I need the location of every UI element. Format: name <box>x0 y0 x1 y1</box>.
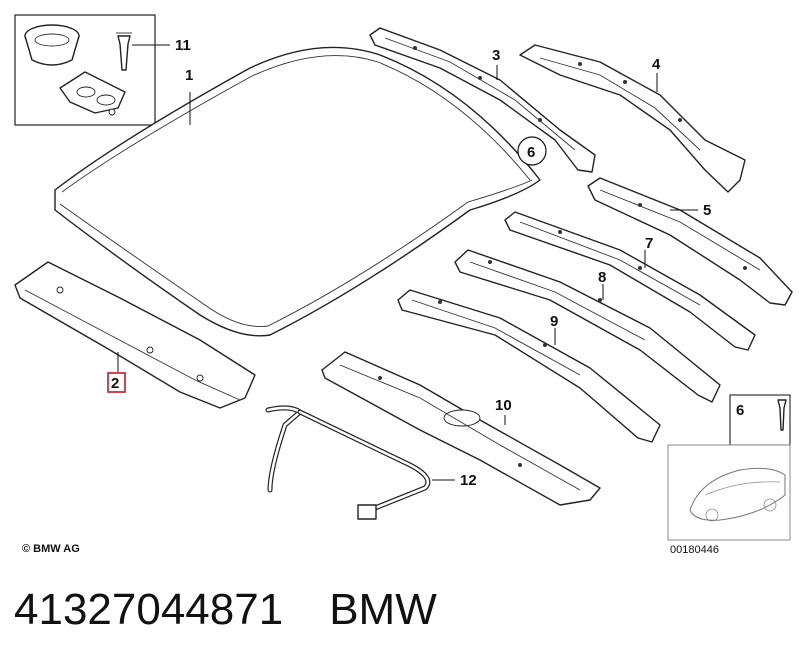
roof-bow-8 <box>454 249 721 403</box>
diagram-code: 00180446 <box>670 544 719 556</box>
label-1: 1 <box>185 67 193 84</box>
side-rail-part <box>519 44 746 193</box>
roof-parts-diagram: 11 1 3 4 6 5 <box>14 14 793 556</box>
label-4: 4 <box>652 56 661 73</box>
rear-roof-frame <box>321 351 601 506</box>
label-6-callout: 6 <box>527 144 535 161</box>
drain-hose <box>265 405 431 520</box>
label-6-inset: 6 <box>736 402 744 419</box>
part-number: 41327044871 <box>14 585 284 634</box>
label-7: 7 <box>645 235 653 252</box>
footer-caption: 41327044871 BMW <box>14 585 437 645</box>
label-9: 9 <box>550 313 558 330</box>
inset-box-car <box>667 394 791 541</box>
roof-bow-7 <box>504 211 756 351</box>
brand-name: BMW <box>329 585 437 634</box>
roof-panel <box>54 46 541 337</box>
label-2: 2 <box>111 375 119 392</box>
front-roof-frame <box>14 261 256 409</box>
label-3: 3 <box>492 47 500 64</box>
roof-bow-5 <box>587 177 793 306</box>
label-10: 10 <box>495 397 512 414</box>
roof-frame-part <box>369 27 596 173</box>
inset-box-11 <box>14 14 156 126</box>
highlight-box-2 <box>107 372 126 393</box>
label-8: 8 <box>598 269 606 286</box>
label-5: 5 <box>703 202 711 219</box>
roof-bow-9 <box>397 289 661 443</box>
copyright-text: © BMW AG <box>22 543 80 555</box>
label-11: 11 <box>175 37 191 54</box>
label-12: 12 <box>460 472 477 489</box>
callout-6-circle <box>517 136 547 166</box>
